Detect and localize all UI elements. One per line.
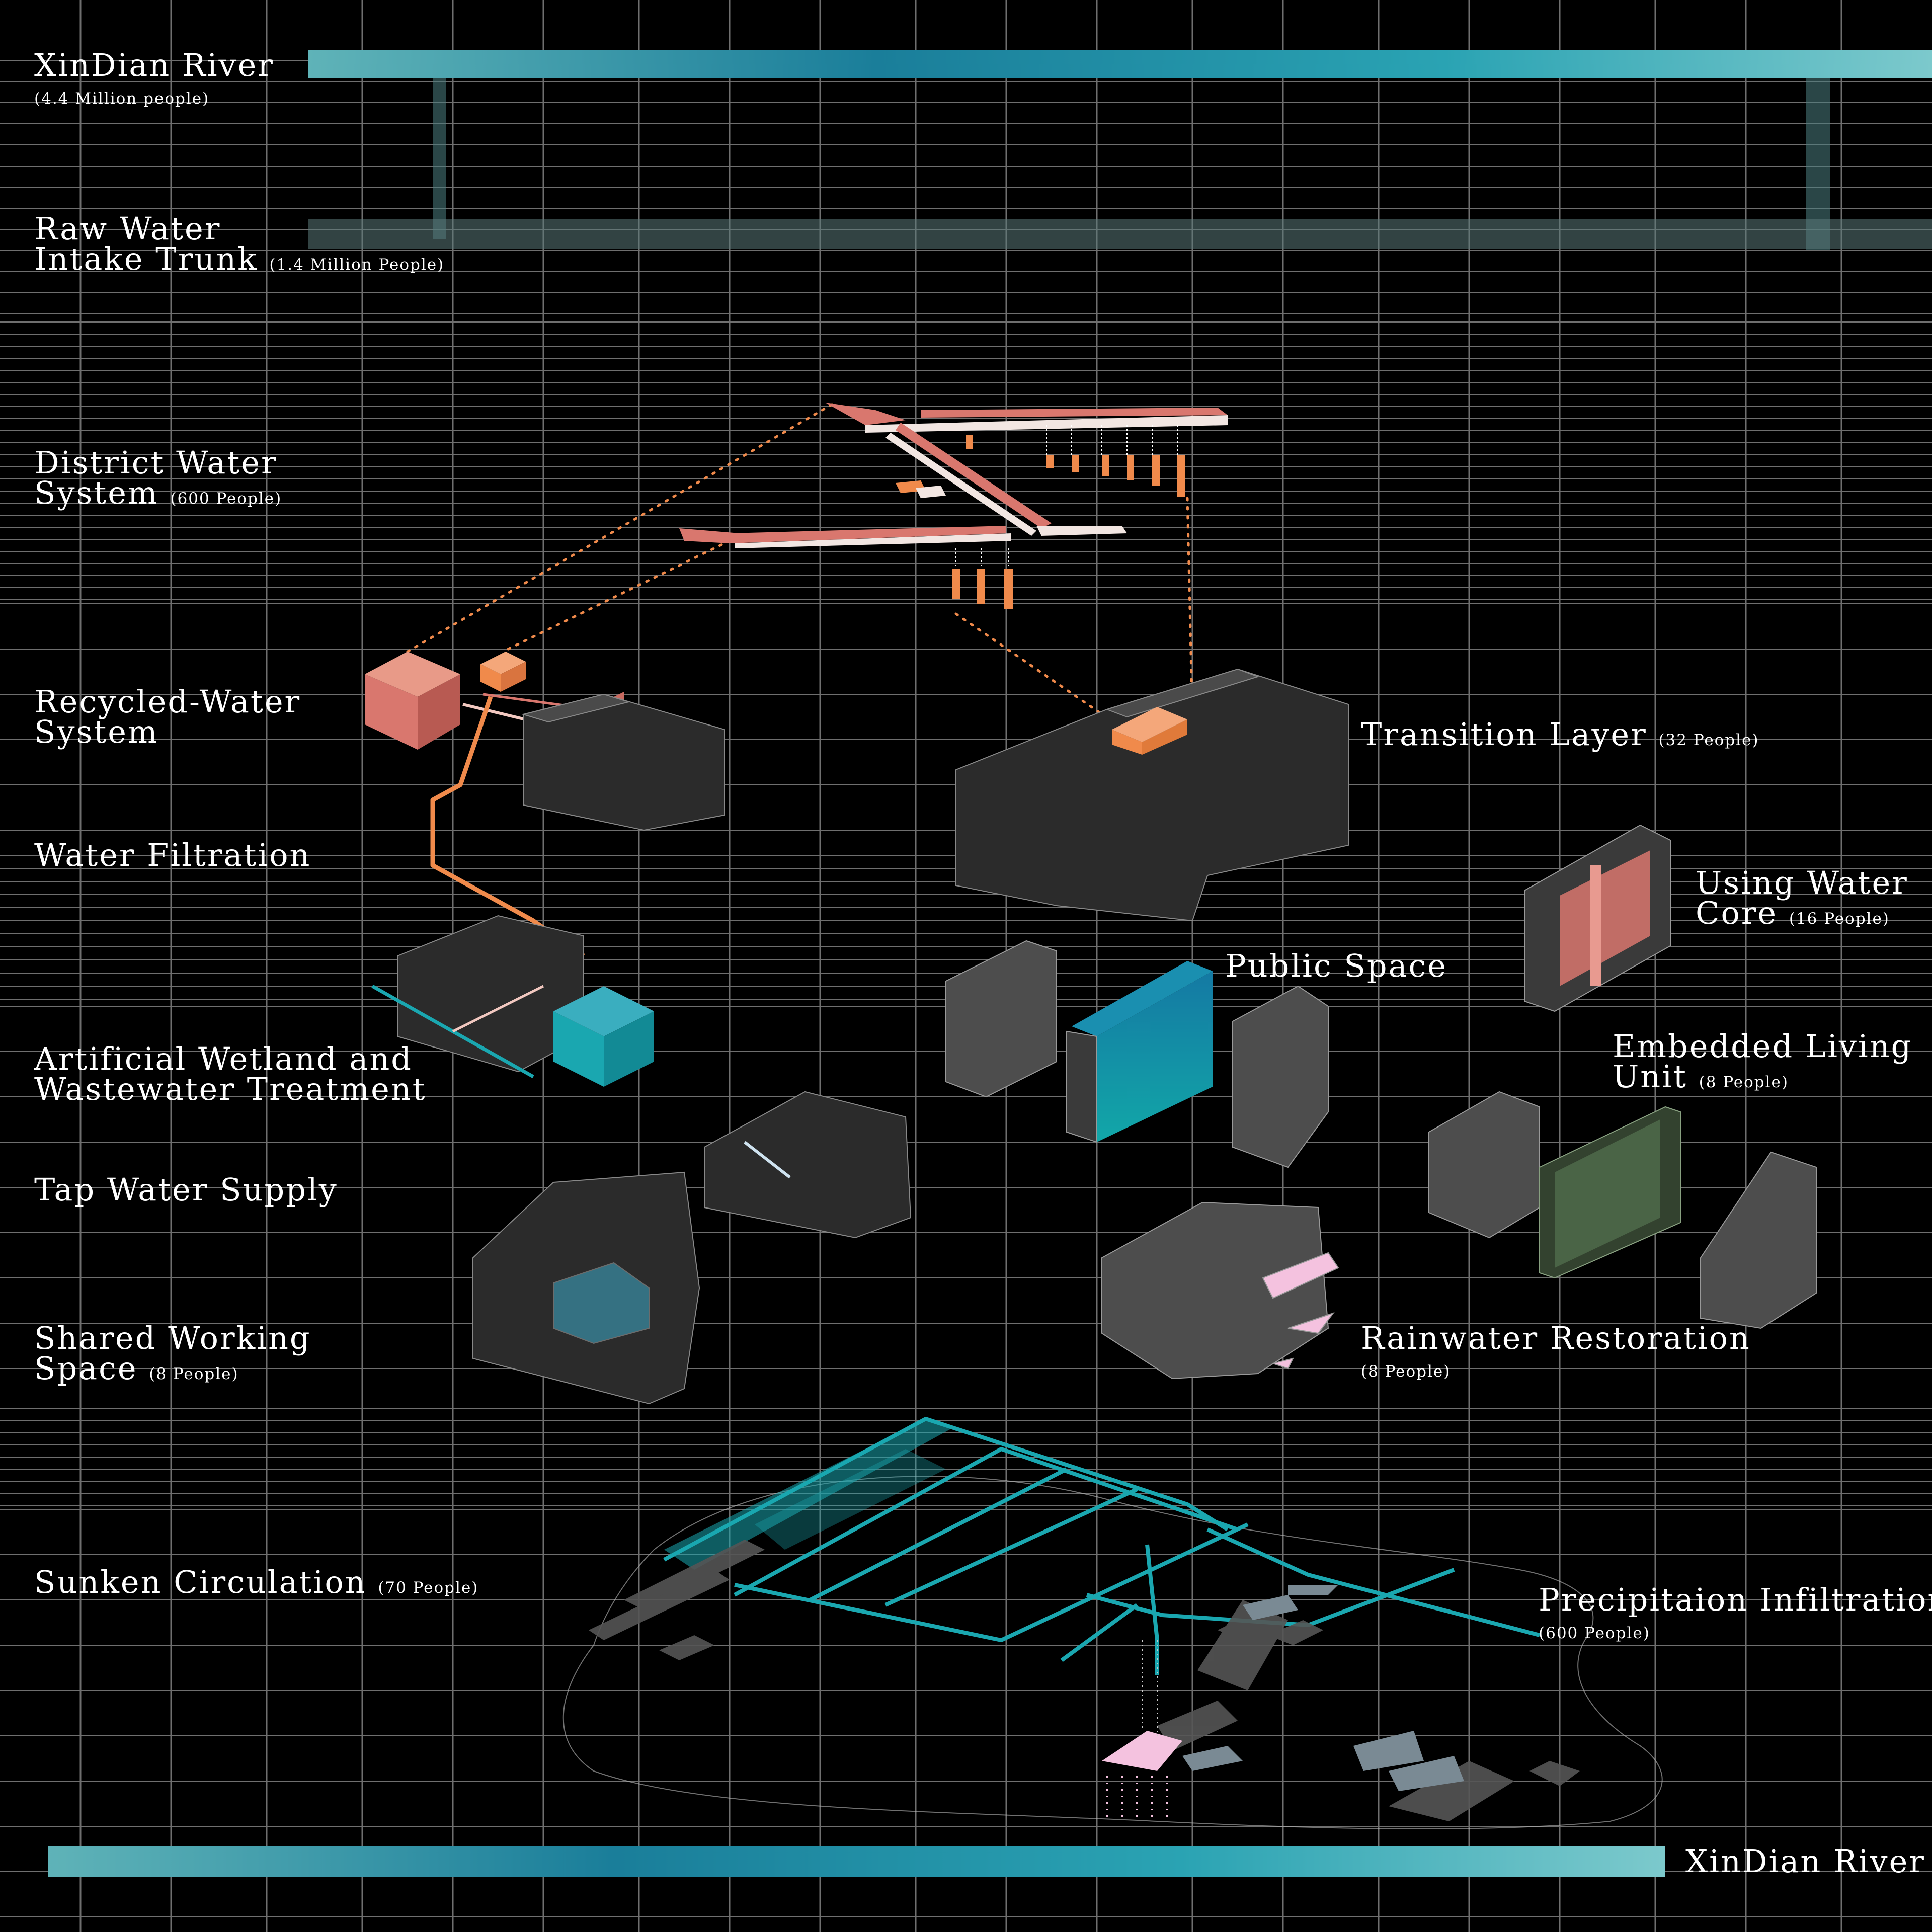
label-sunken-circulation: Sunken Circulation (70 People): [34, 1567, 478, 1603]
label-raw-water-intake: Raw Water Intake Trunk (1.4 Million Peop…: [34, 210, 445, 280]
river-bottom: [48, 1846, 1665, 1877]
label-transition-layer: Transition Layer (32 People): [1361, 719, 1759, 755]
building-embedded-left: [1428, 1091, 1540, 1239]
label-note: (8 People): [149, 1365, 239, 1383]
label-line2: Intake Trunk: [34, 240, 258, 277]
label-note: (70 People): [378, 1579, 479, 1597]
building-transition: [955, 668, 1349, 922]
river-top: [308, 50, 1932, 250]
label-line1: Embedded Living: [1613, 1028, 1913, 1065]
building-rainwater: [1101, 1201, 1339, 1380]
label-title: XinDian River: [1685, 1843, 1925, 1880]
label-using-water-core: Using Water Core (16 People): [1696, 864, 1908, 934]
label-tap-water: Tap Water Supply: [34, 1171, 338, 1208]
label-line1: Shared Working: [34, 1320, 311, 1356]
label-line1: Using Water: [1696, 864, 1908, 901]
label-line2: Space: [34, 1350, 138, 1387]
precipitation-pad: [1102, 1640, 1182, 1821]
label-title: Public Space: [1225, 947, 1447, 984]
site-outline: [562, 1476, 1663, 1829]
label-shared-working: Shared Working Space (8 People): [34, 1323, 311, 1389]
label-title: Sunken Circulation: [34, 1564, 367, 1600]
label-title: XinDian River: [34, 47, 274, 84]
label-line1: Artificial Wetland and: [34, 1040, 413, 1077]
connection-lines: [406, 401, 1194, 726]
label-line2: System: [34, 474, 159, 511]
label-xindian-river-top: XinDian River (4.4 Million people): [34, 50, 274, 108]
label-note: (600 People): [170, 490, 282, 508]
label-title: Tap Water Supply: [34, 1171, 338, 1208]
district-water-risers: [952, 435, 1185, 609]
building-tap-water: [704, 1091, 912, 1239]
label-line2: Wastewater Treatment: [34, 1071, 427, 1107]
label-title: Transition Layer: [1361, 716, 1647, 753]
site-pads: [1182, 1585, 1464, 1791]
sunken-circulation-network: [663, 1417, 1541, 1675]
sunken-circulation-fill: [664, 1419, 951, 1570]
recycled-water-tank: [365, 652, 526, 750]
using-water-core: [1524, 824, 1671, 1012]
label-line1: District Water: [34, 444, 278, 481]
label-note: (4.4 Million people): [34, 90, 210, 108]
label-note: (8 People): [1699, 1073, 1789, 1091]
public-space-volume: [1066, 961, 1213, 1143]
building-public-space-left: [945, 940, 1057, 1098]
site-paths: [589, 1540, 1580, 1821]
building-public-space-right: [1232, 985, 1329, 1168]
label-embedded-living: Embedded Living Unit (8 People): [1613, 1031, 1912, 1097]
building-shared-working: [472, 1171, 700, 1405]
label-precipitation-infiltration: Precipitaion Infiltration (600 People): [1539, 1581, 1932, 1643]
label-note: (1.4 Million People): [269, 256, 445, 274]
label-note: (16 People): [1789, 910, 1890, 928]
building-recycled: [521, 693, 725, 831]
district-water-hangers: [955, 425, 1178, 569]
label-title: Rainwater Restoration: [1361, 1320, 1751, 1356]
building-embedded-right: [1700, 1151, 1817, 1329]
label-public-space: Public Space: [1225, 947, 1447, 984]
label-note: (8 People): [1361, 1362, 1451, 1381]
label-artificial-wetland: Artificial Wetland and Wastewater Treatm…: [34, 1040, 427, 1107]
label-xindian-river-bottom: XinDian River: [1685, 1846, 1925, 1877]
label-line2: Unit: [1613, 1058, 1687, 1095]
embedded-living-unit: [1539, 1106, 1681, 1279]
wetland-tank: [371, 984, 654, 1087]
label-note: (32 People): [1658, 731, 1759, 749]
label-recycled-water: Recycled-Water System: [34, 683, 301, 750]
label-line2: System: [34, 713, 159, 750]
label-rainwater-restoration: Rainwater Restoration (8 People): [1361, 1323, 1751, 1381]
label-water-filtration: Water Filtration: [34, 837, 311, 873]
label-note: (600 People): [1539, 1624, 1650, 1642]
label-district-water: District Water System (600 People): [34, 444, 282, 514]
district-water-pipes: [679, 403, 1228, 548]
transition-layer-volume: [1112, 707, 1187, 755]
label-title: Precipitaion Infiltration: [1539, 1581, 1932, 1618]
label-title: Water Filtration: [34, 837, 311, 873]
label-line2: Core: [1696, 895, 1778, 931]
label-line1: Raw Water: [34, 210, 221, 247]
label-line1: Recycled-Water: [34, 683, 301, 720]
